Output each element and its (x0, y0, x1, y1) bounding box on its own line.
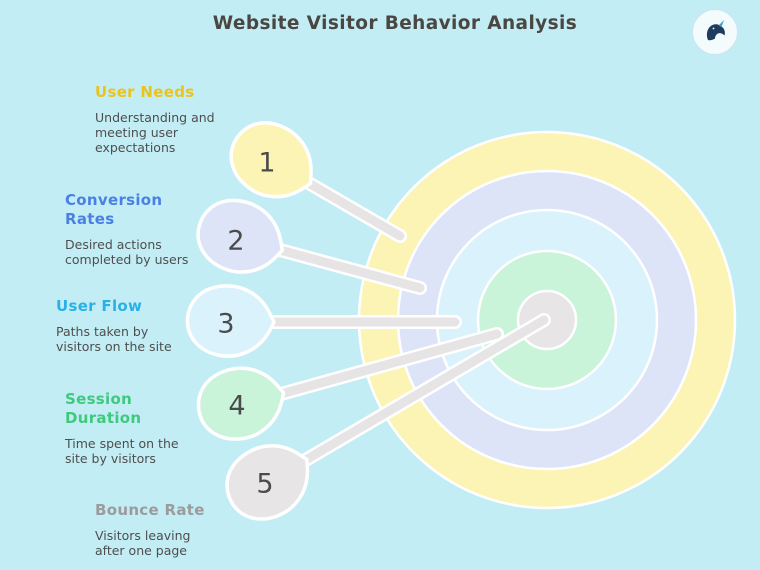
item-2-number: 2 (227, 226, 244, 257)
item-3-heading: User Flow (56, 297, 143, 315)
item-5-heading: Bounce Rate (95, 501, 205, 519)
item-5-label-group: Bounce Rate Visitors leaving after one p… (95, 501, 235, 558)
item-3-description: Paths taken by visitors on the site (56, 324, 172, 354)
item-4-marker (196, 366, 286, 441)
item-5-description: Visitors leaving after one page (95, 528, 191, 558)
item-4-pointer (274, 327, 504, 401)
item-1-marker (229, 121, 313, 199)
item-3-label-group: User Flow Paths taken by visitors on the… (56, 297, 216, 354)
item-3-marker (185, 284, 276, 358)
item-4-number: 4 (228, 391, 245, 422)
item-2-label-group: Conversion Rates Desired actions complet… (65, 191, 225, 267)
item-5-pointer (297, 313, 551, 468)
item-4-description: Time spent on the site by visitors (65, 436, 179, 466)
item-1-number: 1 (258, 148, 275, 179)
item-1-pointer (293, 171, 407, 243)
item-5-number: 5 (256, 469, 273, 500)
item-3-number: 3 (217, 309, 234, 340)
item-2-heading: Conversion Rates (65, 191, 163, 228)
item-1-heading: User Needs (95, 83, 195, 101)
brand-logo (692, 9, 738, 55)
item-4-heading: Session Duration (65, 390, 142, 427)
narwhal-logo-icon (706, 20, 725, 41)
item-1-description: Understanding and meeting user expectati… (95, 110, 215, 155)
item-4-label-group: Session Duration Time spent on the site … (65, 390, 215, 466)
item-2-description: Desired actions completed by users (65, 237, 189, 267)
page-title: Website Visitor Behavior Analysis (212, 13, 578, 34)
item-5-marker (225, 444, 310, 521)
item-1-label-group: User Needs Understanding and meeting use… (95, 83, 245, 155)
item-2-marker (196, 198, 285, 274)
item-2-pointer (273, 243, 427, 295)
